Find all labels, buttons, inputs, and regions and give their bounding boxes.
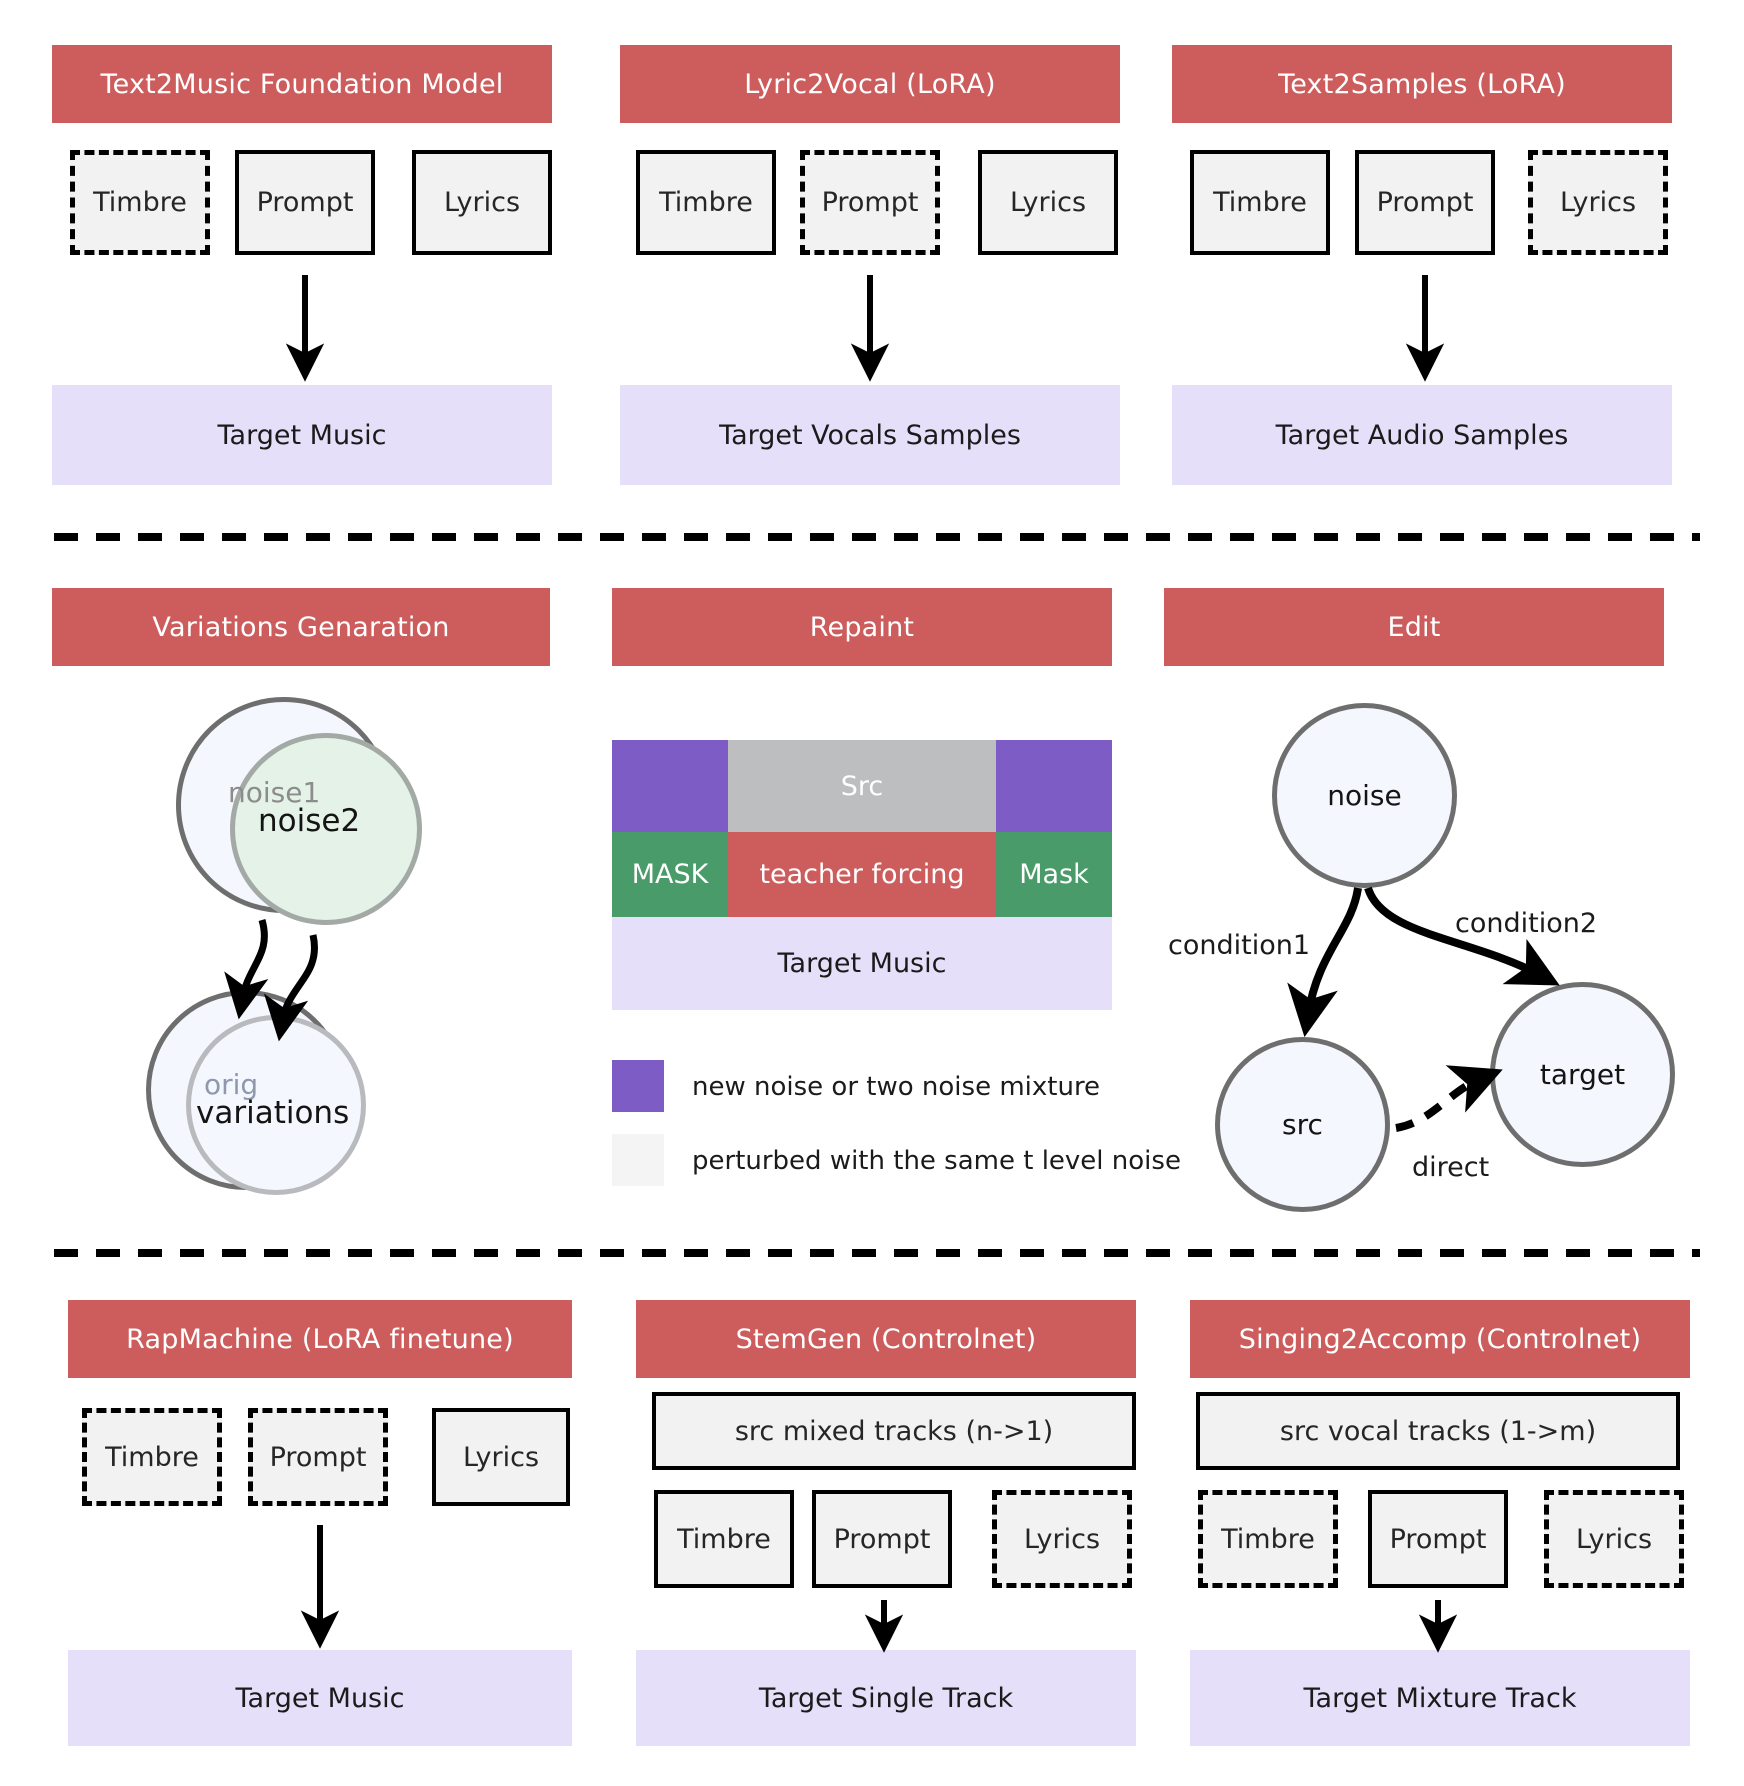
panel-header-singing2accomp: Singing2Accomp (Controlnet) xyxy=(1190,1300,1690,1378)
panel-header-variations: Variations Genaration xyxy=(52,588,550,666)
legend-text-light: perturbed with the same t level noise xyxy=(692,1146,1181,1176)
edge-label-direct: direct xyxy=(1412,1152,1490,1183)
token-prompt-r3: Prompt xyxy=(1368,1490,1508,1588)
token-lyrics-r3: Lyrics xyxy=(1544,1490,1684,1588)
legend-swatch-purple xyxy=(612,1060,664,1112)
panel-header-lyric2vocal: Lyric2Vocal (LoRA) xyxy=(620,45,1120,123)
panel-header-text2samples: Text2Samples (LoRA) xyxy=(1172,45,1672,123)
token-timbre-r2: Timbre xyxy=(654,1490,794,1588)
legend-swatch-light xyxy=(612,1134,664,1186)
wide-token-src-vocal-tracks: src vocal tracks (1->m) xyxy=(1196,1392,1680,1470)
repaint-cell-src: Src xyxy=(728,740,996,832)
circle-edit-target: target xyxy=(1490,982,1675,1167)
repaint-cell-noise-left xyxy=(612,740,728,832)
token-prompt-p1: Prompt xyxy=(235,150,375,255)
repaint-cell-noise-right xyxy=(996,740,1112,832)
circle-noise2 xyxy=(230,733,422,925)
panel-header-rapmachine: RapMachine (LoRA finetune) xyxy=(68,1300,572,1378)
target-band-p3: Target Audio Samples xyxy=(1172,385,1672,485)
circle-edit-noise: noise xyxy=(1272,703,1457,888)
circle-noise2-label: noise2 xyxy=(258,803,361,839)
repaint-target-band: Target Music xyxy=(612,917,1112,1010)
repaint-cell-teacher-forcing: teacher forcing xyxy=(728,832,996,917)
token-prompt-p3: Prompt xyxy=(1355,150,1495,255)
arrow-direct xyxy=(1395,1065,1503,1132)
token-lyrics-r1: Lyrics xyxy=(432,1408,570,1506)
repaint-cell-mask-left: MASK xyxy=(612,832,728,917)
circle-variations-label: variations xyxy=(196,1095,350,1131)
panel-header-stemgen: StemGen (Controlnet) xyxy=(636,1300,1136,1378)
target-band-p2: Target Vocals Samples xyxy=(620,385,1120,485)
circle-edit-src: src xyxy=(1215,1037,1390,1212)
target-band-p1: Target Music xyxy=(52,385,552,485)
token-timbre-r1: Timbre xyxy=(82,1408,222,1506)
token-timbre-p1: Timbre xyxy=(70,150,210,255)
token-prompt-r2: Prompt xyxy=(812,1490,952,1588)
token-prompt-r1: Prompt xyxy=(248,1408,388,1506)
target-band-r3: Target Mixture Track xyxy=(1190,1650,1690,1746)
token-timbre-p3: Timbre xyxy=(1190,150,1330,255)
legend-text-purple: new noise or two noise mixture xyxy=(692,1072,1101,1102)
target-band-r2: Target Single Track xyxy=(636,1650,1136,1746)
wide-token-src-mixed-tracks: src mixed tracks (n->1) xyxy=(652,1392,1136,1470)
arrow-variations-a xyxy=(224,919,269,1020)
token-timbre-r3: Timbre xyxy=(1198,1490,1338,1588)
token-lyrics-r2: Lyrics xyxy=(992,1490,1132,1588)
token-prompt-p2: Prompt xyxy=(800,150,940,255)
repaint-cell-mask-right: Mask xyxy=(996,832,1112,917)
token-timbre-p2: Timbre xyxy=(636,150,776,255)
circle-orig-label: orig xyxy=(204,1068,259,1101)
circle-noise1-label: noise1 xyxy=(228,776,321,809)
panel-header-text2music: Text2Music Foundation Model xyxy=(52,45,552,123)
token-lyrics-p3: Lyrics xyxy=(1528,150,1668,255)
token-lyrics-p1: Lyrics xyxy=(412,150,552,255)
arrow-condition1 xyxy=(1287,887,1362,1038)
circle-variations xyxy=(186,1015,366,1195)
token-lyrics-p2: Lyrics xyxy=(978,150,1118,255)
panel-header-repaint: Repaint xyxy=(612,588,1112,666)
panel-header-edit: Edit xyxy=(1164,588,1664,666)
edge-label-condition1: condition1 xyxy=(1168,930,1311,961)
edge-label-condition2: condition2 xyxy=(1455,908,1598,939)
target-band-r1: Target Music xyxy=(68,1650,572,1746)
